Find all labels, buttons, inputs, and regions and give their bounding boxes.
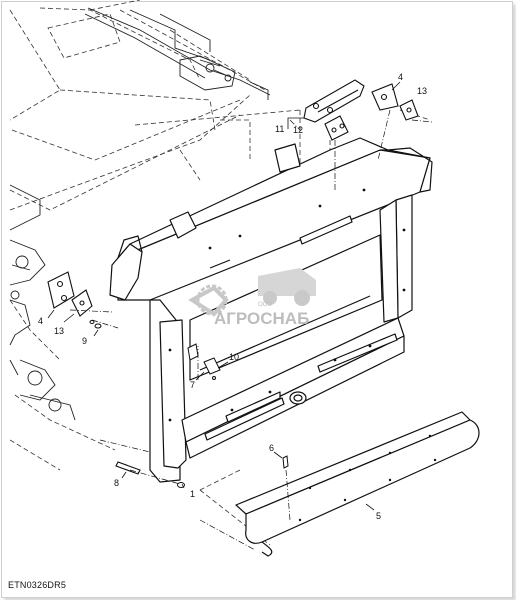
frame-holes — [168, 188, 406, 422]
callout-13-left: 13 — [54, 326, 64, 336]
nut-part-9 — [89, 320, 102, 329]
callout-5: 5 — [376, 511, 381, 521]
callout-9: 9 — [82, 336, 87, 346]
shield-holes — [298, 434, 437, 522]
callout-ticks — [47, 81, 401, 511]
callout-4-top: 4 — [398, 72, 403, 82]
callout-13-top: 13 — [417, 86, 427, 96]
watermark-prefix: ООО — [258, 302, 272, 308]
callout-8: 8 — [114, 478, 119, 488]
machine-top-structure — [9, 7, 271, 421]
bolt-part-6 — [282, 455, 289, 469]
callout-labels: 4 13 11 12 4 13 9 10 7 8 1 6 5 — [38, 72, 427, 521]
callout-12: 12 — [293, 125, 303, 135]
leader-lines — [69, 109, 433, 551]
radiator-frame — [109, 137, 433, 483]
callout-1: 1 — [190, 489, 195, 499]
hinge-bracket-top — [303, 79, 365, 141]
watermark-logo: ООО АГРОСНАБ — [188, 268, 316, 328]
callout-4-left: 4 — [38, 316, 43, 326]
bottom-shield — [235, 411, 480, 557]
callout-11: 11 — [275, 124, 284, 134]
mount-plate-top — [371, 83, 419, 121]
callout-7: 7 — [190, 380, 195, 390]
watermark-brand: АГРОСНАБ — [214, 309, 309, 328]
drawing-code: ETN0326DR5 — [8, 580, 67, 590]
plate-part-10 — [187, 343, 221, 380]
callout-10: 10 — [229, 352, 239, 362]
mount-plate-left — [47, 271, 93, 317]
callout-6: 6 — [269, 443, 274, 453]
pin-part-8 — [115, 461, 141, 475]
